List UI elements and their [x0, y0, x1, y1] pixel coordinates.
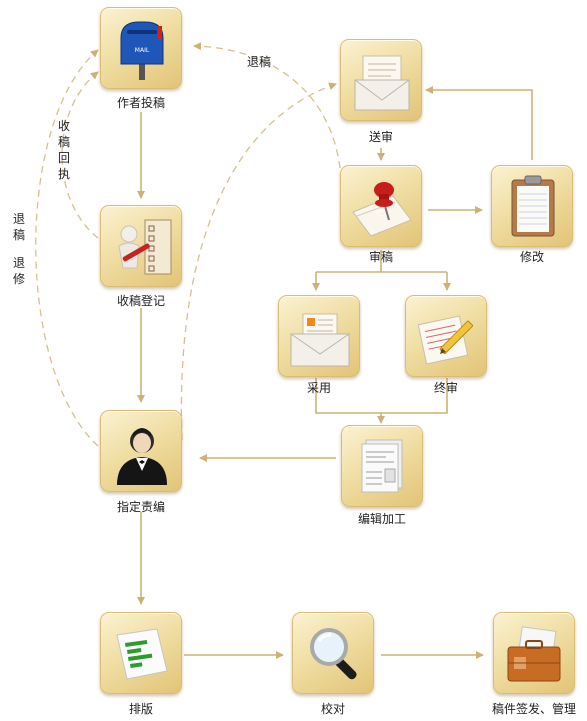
edge-label-return-left: 退稿 — [12, 212, 25, 242]
arrow-review-split — [316, 250, 447, 273]
document-stack-icon — [361, 439, 403, 493]
typeset-node — [100, 612, 182, 694]
checklist-figure-icon — [118, 219, 172, 275]
receive-register-label: 收稿登记 — [116, 294, 165, 308]
receive-register-node — [100, 205, 182, 287]
clipboard-icon — [511, 175, 555, 237]
edit-process-label: 编辑加工 — [357, 512, 406, 526]
mailbox-icon: MAIL — [120, 21, 164, 80]
issue-manage-label: 稿件签发、管理 — [491, 702, 576, 716]
arrow-revise-to-send — [425, 86, 533, 160]
final-review-node — [405, 295, 487, 377]
assign-editor-node — [100, 410, 182, 492]
review-node — [340, 165, 422, 247]
editor-person-icon — [117, 428, 167, 485]
issue-manage-node — [493, 612, 575, 694]
review-label: 审稿 — [368, 250, 393, 264]
typeset-label: 排版 — [128, 702, 153, 716]
envelope-open-icon — [290, 313, 350, 367]
arrow-join-to-edit — [315, 378, 448, 423]
send-review-label: 送审 — [368, 130, 393, 144]
spreadsheet-icon — [116, 628, 168, 680]
proofread-node — [292, 612, 374, 694]
adopt-label: 采用 — [306, 381, 331, 395]
revise-label: 修改 — [519, 250, 544, 264]
dashed-return-top — [193, 42, 341, 169]
final-review-label: 终审 — [433, 381, 458, 395]
pencil-document-icon — [417, 315, 474, 365]
adopt-node — [278, 295, 360, 377]
edit-process-node — [341, 425, 423, 507]
send-review-node — [340, 39, 422, 121]
revise-node — [491, 165, 573, 247]
dashed-assign-to-send — [180, 82, 337, 441]
pushpin-icon — [352, 182, 412, 237]
author-submit-label: 作者投稿 — [116, 96, 165, 110]
author-submit-node: MAIL — [100, 7, 182, 89]
magnifier-icon — [310, 628, 357, 680]
proofread-label: 校对 — [320, 702, 345, 716]
envelope-letter-icon — [354, 55, 410, 111]
edge-label-return-top: 退稿 — [247, 55, 272, 69]
mail-label: MAIL — [135, 47, 150, 54]
assign-editor-label: 指定责编 — [116, 500, 165, 514]
edge-label-return-revise: 退修 — [12, 256, 25, 286]
briefcase-icon — [507, 626, 561, 682]
edge-label-receipt: 收稿回执 — [57, 119, 70, 181]
dashed-return-left — [35, 49, 99, 447]
